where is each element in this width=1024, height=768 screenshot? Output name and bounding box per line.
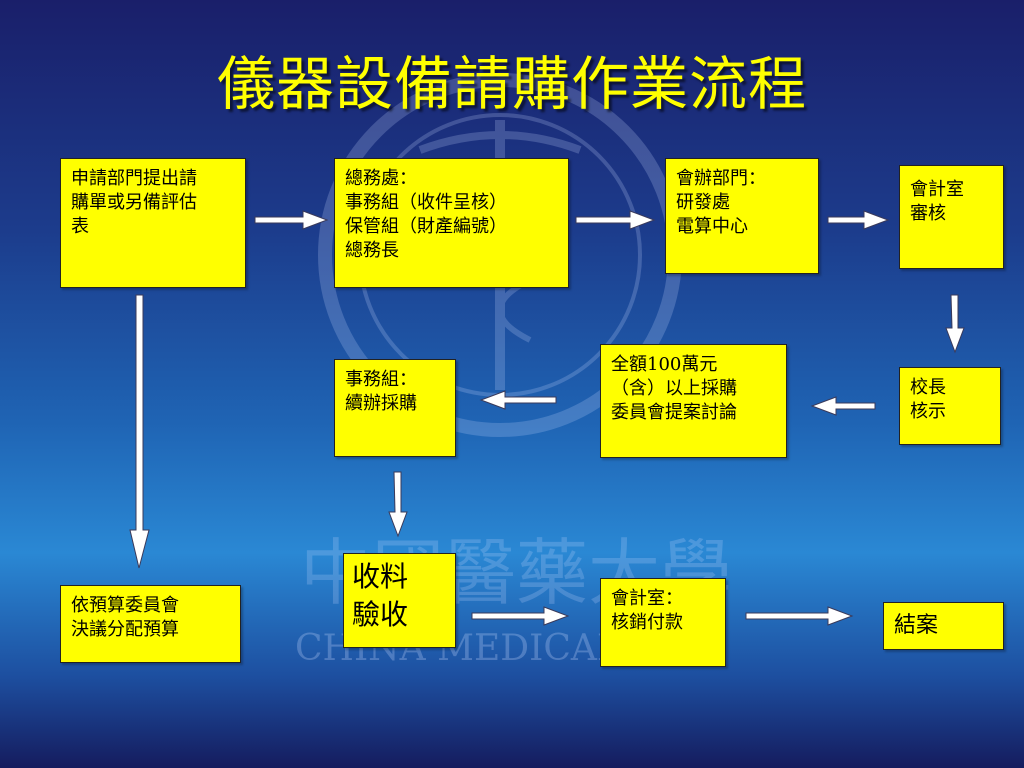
node-president: 校長 核示 [899,367,1001,445]
node-payment-line: 核銷付款 [611,612,683,633]
node-cosign-line: 研發處 [676,192,730,213]
page-title: 儀器設備請購作業流程 [216,50,807,118]
node-general-line: 事務組（收件呈核） [345,192,507,213]
node-cosign: 會辦部門： 研發處 電算中心 [665,158,819,274]
node-receive-line: 收料 [352,560,409,593]
arrow-purchase-to-receive [388,471,408,538]
node-close-line: 結案 [894,613,939,638]
node-apply-line: 申請部門提出請 [71,168,197,189]
node-budget-line: 依預算委員會 [71,595,179,616]
node-committee-line: 委員會提案討論 [611,402,737,423]
node-acct-review-line: 會計室 [910,179,964,200]
node-payment-line: 會計室： [611,588,683,609]
node-receive: 收料 驗收 [343,553,456,648]
arrow-committee-to-purchase [479,390,557,410]
node-general-line: 保管組（財產編號） [345,216,507,237]
arrow-apply-to-general [254,210,329,230]
arrow-general-to-cosign [575,210,656,230]
node-apply-line: 表 [71,216,89,237]
node-president-line: 校長 [910,377,946,398]
node-accounting-review: 會計室 審核 [899,165,1004,269]
node-general-affairs: 總務處： 事務組（收件呈核） 保管組（財產編號） 總務長 [334,158,569,288]
node-committee: 全額100萬元 （含）以上採購 委員會提案討論 [600,344,787,458]
node-budget: 依預算委員會 決議分配預算 [60,585,241,663]
node-acct-review-line: 審核 [910,203,946,224]
arrow-president-to-committee [810,396,876,416]
arrow-receive-to-payment [471,606,570,626]
arrow-acct-review-to-president [945,294,965,354]
node-committee-line: 全額100萬元 [611,354,718,375]
arrow-apply-to-budget [129,294,150,569]
node-receive-line: 驗收 [352,598,409,631]
node-general-line: 總務處： [345,168,417,189]
node-purchase-line: 續辦採購 [345,393,417,414]
node-purchase: 事務組： 續辦採購 [334,359,456,457]
arrow-payment-to-close [745,606,854,626]
node-general-line: 總務長 [345,240,399,261]
arrow-cosign-to-acct-review [827,210,890,230]
node-committee-line: （含）以上採購 [611,378,737,399]
node-payment: 會計室： 核銷付款 [600,578,726,667]
node-purchase-line: 事務組： [345,369,417,390]
node-apply-line: 購單或另備評估 [71,192,197,213]
node-apply: 申請部門提出請 購單或另備評估 表 [60,158,246,288]
node-cosign-line: 電算中心 [676,216,748,237]
node-budget-line: 決議分配預算 [71,619,179,640]
node-close: 結案 [883,602,1004,650]
node-president-line: 核示 [910,401,946,422]
node-cosign-line: 會辦部門： [676,168,766,189]
